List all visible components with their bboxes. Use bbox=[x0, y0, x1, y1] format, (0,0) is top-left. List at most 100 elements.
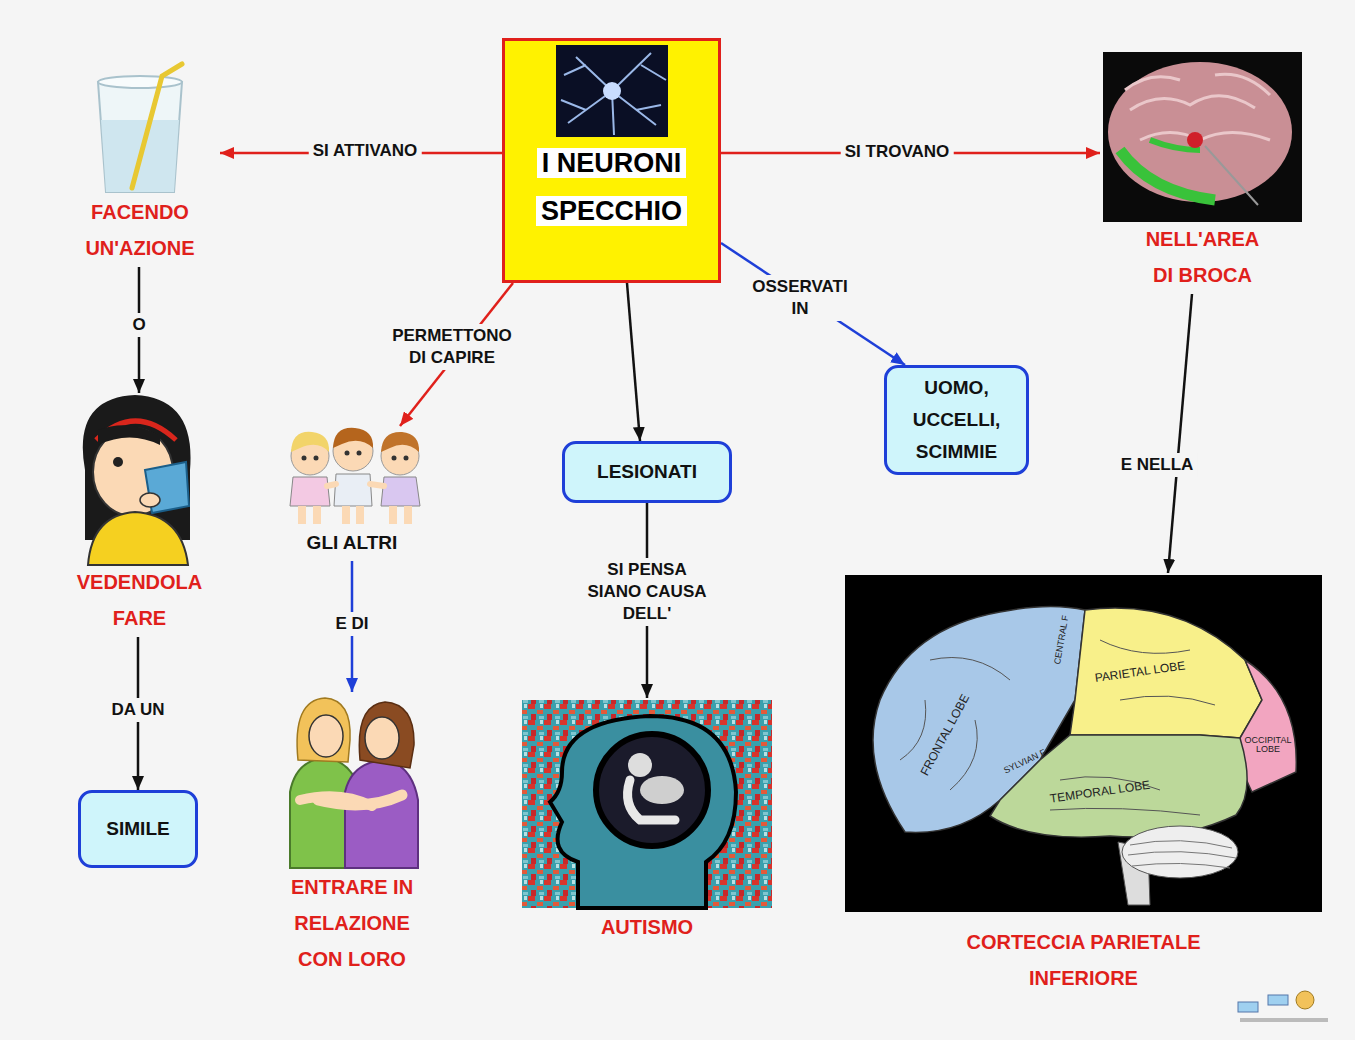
illustration-part bbox=[345, 760, 418, 868]
illustration-part bbox=[298, 506, 306, 524]
lobe-label: OCCIPITAL LOBE bbox=[1242, 736, 1294, 755]
illustration-part bbox=[628, 780, 675, 820]
node-text: UOMO, UCCELLI, SCIMMIE bbox=[913, 377, 1001, 462]
illustration-part bbox=[345, 451, 350, 456]
illustration-part bbox=[98, 425, 160, 445]
node-text: NELL'AREA DI BROCA bbox=[1146, 228, 1260, 286]
illustration-part bbox=[561, 53, 666, 135]
illustration-part bbox=[1238, 1002, 1258, 1012]
illustration-part bbox=[356, 506, 364, 524]
illustration-part bbox=[640, 776, 684, 804]
text-block: UOMO, UCCELLI, SCIMMIE bbox=[895, 372, 1018, 468]
illustration-part bbox=[302, 456, 307, 461]
text-block: CORTECCIA PARIETALE INFERIORE bbox=[954, 925, 1214, 997]
text-block: SIMILE bbox=[106, 813, 169, 845]
picture-concept: NELL'AREA DI BROCA bbox=[1100, 50, 1305, 294]
illustration-part bbox=[132, 64, 182, 188]
illustration-part bbox=[1108, 62, 1292, 202]
lobe-label: PARIETAL LOBE bbox=[1094, 659, 1186, 684]
illustration-part bbox=[113, 457, 123, 467]
edge-label: E DI bbox=[331, 612, 372, 636]
hug-picture bbox=[290, 698, 418, 868]
illustration-part bbox=[309, 715, 343, 757]
illustration-part bbox=[1125, 74, 1270, 140]
illustration-part bbox=[359, 702, 414, 768]
picture-concept: GLI ALTRI bbox=[272, 426, 432, 561]
lobe-label: CENTRAL F bbox=[1053, 615, 1071, 666]
node-text: I NEURONI SPECCHIO bbox=[536, 148, 687, 226]
text-block: NELL'AREA DI BROCA bbox=[1140, 222, 1265, 294]
node-text: CORTECCIA PARIETALE INFERIORE bbox=[966, 931, 1200, 989]
node-text: SIMILE bbox=[106, 818, 169, 839]
illustration-part bbox=[1070, 608, 1262, 738]
edge-label: DA UN bbox=[107, 698, 168, 722]
edge-label: O bbox=[128, 313, 149, 337]
illustration-part bbox=[603, 82, 621, 100]
illustration-part bbox=[314, 456, 319, 461]
text-block: ENTRARE IN RELAZIONE CON LORO bbox=[282, 870, 422, 978]
edge-label: SI TROVANO bbox=[841, 140, 954, 164]
illustration-part bbox=[404, 506, 412, 524]
illustration-part bbox=[556, 45, 668, 137]
edge-label: PERMETTONO DI CAPIRE bbox=[383, 324, 521, 370]
illustration-part bbox=[381, 432, 419, 452]
illustration-part bbox=[140, 493, 160, 507]
girl-drinking-picture bbox=[83, 395, 191, 565]
lobe-label: TEMPORAL LOBE bbox=[1049, 779, 1151, 806]
illustration-part bbox=[327, 484, 384, 486]
node-text: GLI ALTRI bbox=[307, 532, 398, 553]
lobe-label: FRONTAL LOBE bbox=[918, 692, 971, 777]
illustration-part bbox=[342, 506, 350, 524]
picture-concept: AUTISMO bbox=[522, 698, 772, 946]
illustration-part bbox=[1187, 132, 1203, 148]
illustration-part bbox=[900, 640, 1215, 815]
illustration-part bbox=[357, 451, 362, 456]
text-block: AUTISMO bbox=[527, 910, 767, 946]
illustration-part bbox=[333, 428, 373, 448]
text-block: FACENDO UN'AZIONE bbox=[70, 195, 210, 267]
connector-arrow bbox=[1168, 294, 1192, 573]
illustration-part bbox=[98, 76, 182, 88]
illustration-part bbox=[297, 698, 350, 762]
illustration-part bbox=[1205, 146, 1258, 205]
picture-concept: FACENDO UN'AZIONE bbox=[60, 58, 220, 267]
edge-label: SI PENSA SIANO CAUSA DELL' bbox=[581, 558, 714, 626]
picture-concept: VEDENDOLA FARE bbox=[62, 393, 217, 637]
node-text: FACENDO UN'AZIONE bbox=[85, 201, 194, 259]
concept-box: LESIONATI bbox=[562, 441, 732, 503]
illustration-part bbox=[291, 432, 329, 452]
text-block: I NEURONI SPECCHIO bbox=[536, 141, 687, 237]
illustration-part bbox=[381, 477, 420, 506]
illustration-part bbox=[392, 456, 397, 461]
broca-brain-picture bbox=[1103, 52, 1302, 222]
illustration-part bbox=[845, 575, 1322, 912]
illustration-part bbox=[1120, 150, 1215, 200]
illustration-part bbox=[522, 700, 772, 908]
connector-arrow bbox=[627, 283, 640, 441]
text-block: GLI ALTRI bbox=[277, 526, 427, 561]
illustration-part bbox=[313, 506, 321, 524]
picture-concept: ENTRARE IN RELAZIONE CON LORO bbox=[277, 692, 427, 978]
illustration-part bbox=[628, 753, 652, 777]
illustration-part bbox=[596, 734, 708, 846]
node-text: LESIONATI bbox=[597, 461, 697, 482]
concept-box: SIMILE bbox=[78, 790, 198, 868]
edge-label: SI ATTIVANO bbox=[309, 139, 422, 163]
central-concept-box: I NEURONI SPECCHIO bbox=[502, 38, 721, 283]
illustration-part bbox=[300, 796, 372, 806]
illustration-part bbox=[334, 474, 372, 506]
illustration-part bbox=[1103, 52, 1302, 222]
text-block: LESIONATI bbox=[597, 456, 697, 488]
node-text: VEDENDOLA FARE bbox=[77, 571, 203, 629]
edge-label: OSSERVATI IN bbox=[741, 275, 859, 321]
illustration-part bbox=[1296, 991, 1314, 1009]
node-text: ENTRARE IN RELAZIONE CON LORO bbox=[291, 876, 413, 970]
concept-box: UOMO, UCCELLI, SCIMMIE bbox=[884, 365, 1029, 475]
connector-arrow bbox=[721, 243, 905, 365]
illustration-part bbox=[1239, 660, 1296, 792]
glass-picture bbox=[98, 64, 182, 192]
brain-lobes-picture bbox=[845, 575, 1322, 912]
children-picture bbox=[290, 428, 420, 524]
illustration-part bbox=[1240, 1018, 1328, 1022]
